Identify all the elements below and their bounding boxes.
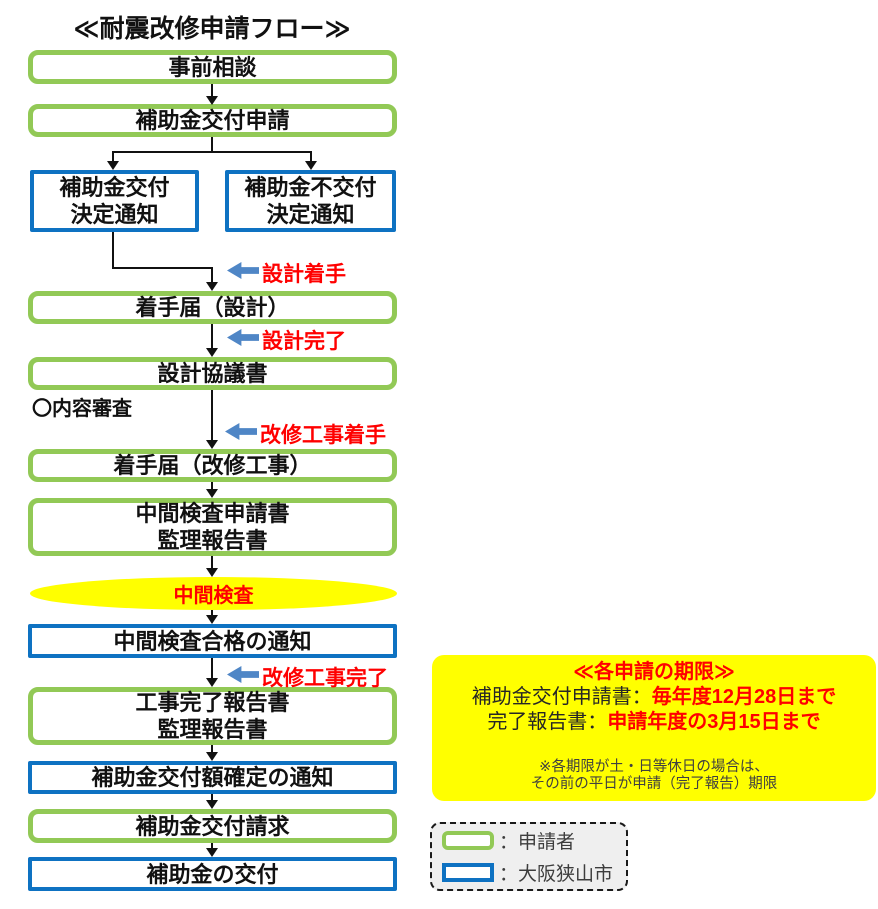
node-interim-pass-notice: 中間検査合格の通知 <box>28 624 397 658</box>
connector-line <box>211 745 213 753</box>
node-grant-rejection-notice: 補助金不交付 決定通知 <box>225 170 396 232</box>
node-completion-report: 工事完了報告書 監理報告書 <box>28 687 397 745</box>
connector-line <box>211 390 213 441</box>
connector-line <box>211 84 213 96</box>
deadline-note-line2: 完了報告書：申請年度の3月15日まで <box>432 710 876 735</box>
connector-line <box>112 151 312 153</box>
deadline-note-line1-value: 毎年度12月28日まで <box>651 686 837 708</box>
deadline-note-footnote1: ※各期限が土・日等休日の場合は、 <box>539 759 769 775</box>
annotation-content-review: 〇内容審査 <box>32 398 132 420</box>
deadline-note-title: ≪各申請の期限≫ <box>573 661 735 683</box>
left-block-arrow-icon <box>227 262 259 279</box>
annotation-construction-start: 改修工事着手 <box>260 424 386 447</box>
connector-line <box>112 151 114 162</box>
deadline-note-line1-label: 補助金交付申請書： <box>471 686 652 708</box>
connector-line <box>211 267 213 283</box>
node-grant-amount-confirmation-notice: 補助金交付額確定の通知 <box>28 761 397 794</box>
deadline-note-line1: 補助金交付申請書：毎年度12月28日まで <box>432 685 876 710</box>
connector-line <box>112 232 114 269</box>
connector-line <box>211 843 213 849</box>
left-block-arrow-icon <box>225 423 257 440</box>
page-title: ≪耐震改修申請フロー≫ <box>73 15 351 43</box>
node-grant-payment: 補助金の交付 <box>28 857 397 891</box>
legend-swatch-applicant <box>442 831 494 850</box>
annotation-design-complete: 設計完了 <box>262 330 346 353</box>
node-design-consultation-doc: 設計協議書 <box>28 357 397 390</box>
arrowhead-icon <box>107 161 119 170</box>
legend-row-city: ：大阪狭山市 <box>442 859 626 886</box>
node-grant-payment-request: 補助金交付請求 <box>28 809 397 843</box>
legend-label-applicant: ：申請者 <box>499 832 576 853</box>
node-interim-inspection-application: 中間検査申請書 監理報告書 <box>28 498 397 556</box>
node-start-notice-construction: 着手届（改修工事） <box>28 449 397 482</box>
arrowhead-icon <box>206 848 218 857</box>
annotation-design-start: 設計着手 <box>262 263 346 286</box>
arrowhead-icon <box>206 752 218 761</box>
arrowhead-icon <box>305 161 317 170</box>
arrowhead-icon <box>206 96 218 105</box>
arrowhead-icon <box>206 678 218 687</box>
arrowhead-icon <box>206 800 218 809</box>
deadline-note-footnote2: その前の平日が申請（完了報告）期限 <box>530 776 778 792</box>
arrowhead-icon <box>206 615 218 624</box>
node-grant-application: 補助金交付申請 <box>28 104 397 137</box>
connector-line <box>112 267 213 269</box>
arrowhead-icon <box>206 489 218 498</box>
connector-line <box>211 610 213 616</box>
connector-line <box>211 482 213 490</box>
arrowhead-icon <box>206 440 218 449</box>
arrowhead-icon <box>206 282 218 291</box>
node-prior-consultation: 事前相談 <box>28 50 397 84</box>
node-start-notice-design: 着手届（設計） <box>28 291 397 324</box>
node-grant-decision-notice: 補助金交付 決定通知 <box>30 170 199 232</box>
deadline-note-line2-value: 申請年度の3月15日まで <box>607 711 821 733</box>
legend-row-applicant: ：申請者 <box>442 827 626 854</box>
connector-line <box>211 556 213 569</box>
connector-line <box>211 658 213 679</box>
node-interim-inspection-ellipse: 中間検査 <box>30 577 397 610</box>
connector-line <box>211 794 213 801</box>
arrowhead-icon <box>206 568 218 577</box>
legend-swatch-city <box>442 863 494 882</box>
deadline-note-line2-label: 完了報告書： <box>487 711 608 733</box>
connector-line <box>310 151 312 162</box>
left-block-arrow-icon <box>227 329 259 346</box>
arrowhead-icon <box>206 348 218 357</box>
connector-line <box>211 137 213 153</box>
annotation-construction-complete: 改修工事完了 <box>262 667 388 690</box>
legend: ：申請者 ：大阪狭山市 <box>430 822 628 891</box>
deadline-note: ≪各申請の期限≫ 補助金交付申請書：毎年度12月28日まで 完了報告書：申請年度… <box>432 655 876 801</box>
left-block-arrow-icon <box>227 666 259 683</box>
connector-line <box>211 324 213 349</box>
legend-label-city: ：大阪狭山市 <box>499 864 614 885</box>
